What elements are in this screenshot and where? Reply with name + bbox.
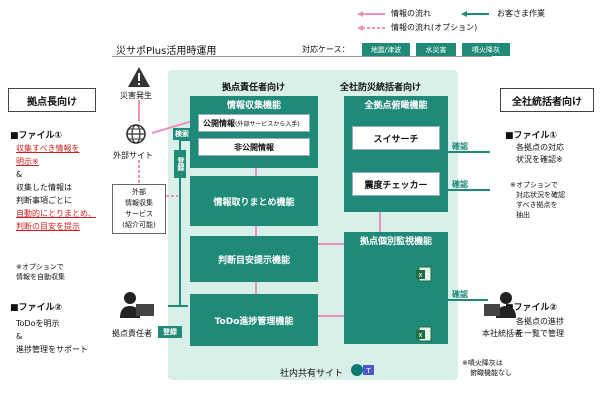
suisearch-box[interactable]: スイサーチ (352, 126, 440, 150)
confirm-label-3: 確認 (452, 290, 468, 299)
overview-title: 全拠点俯瞰機能 (364, 100, 428, 111)
svg-text:x: x (418, 331, 422, 339)
case-volcano: 噴火降灰 (462, 43, 510, 56)
green-arrow-legend-icon (461, 11, 489, 17)
confirm-label-1: 確認 (452, 142, 468, 151)
disaster-label: 災害発生 (120, 91, 152, 100)
register-tag-bottom: 登録 (158, 326, 182, 338)
site-manager-person-icon (120, 292, 154, 318)
left-option-note: ※オプションで 情報を自動収集 (16, 263, 65, 281)
right-file2-desc: 各拠点の進捗 を一覧で管理 (516, 317, 564, 338)
right-file1-label: ■ファイル① (505, 131, 558, 141)
hq-manager-label: 本社統括者 (482, 329, 522, 338)
warning-icon (128, 67, 150, 87)
ash-note: ※噴火降灰は 俯瞰機能なし (462, 359, 512, 377)
site-monitor-block: 拠点個別監視機能 (344, 232, 448, 344)
globe-icon (126, 124, 146, 144)
excel-file-icon-2: x (416, 326, 432, 342)
legend-info-flow-optional: 情報の流れ(オプション) (391, 23, 478, 32)
pink-dashed-arrow-legend-icon (357, 25, 385, 31)
external-site-label: 外部サイト (113, 151, 153, 160)
right-heading: 全社統括者向け (500, 88, 594, 112)
summary-function-box: 情報取りまとめ機能 (190, 176, 318, 226)
title-underline (112, 56, 492, 57)
site-manager-section-label: 拠点責任者向け (222, 83, 286, 93)
confirm-label-2: 確認 (452, 180, 468, 189)
right-file2-label: ■ファイル② (505, 303, 558, 313)
site-manager-label: 拠点責任者 (112, 329, 152, 338)
left-file1-desc: 収集すべき情報を 明示※ & 収集した情報は 判断事項ごとに 自動的にとりまとめ… (16, 144, 96, 231)
case-flood: 水災害 (416, 43, 456, 56)
legend-customer-work: お客さま作業 (497, 9, 545, 18)
left-file2-label: ■ファイル② (10, 303, 63, 313)
legend-info-flow: 情報の流れ (391, 9, 431, 18)
quake-checker-box[interactable]: 震度チェッカー (352, 172, 440, 196)
site-monitor-title: 拠点個別監視機能 (359, 236, 432, 247)
pink-arrow-legend-icon (357, 11, 385, 17)
register-tag-vertical: 登録 (174, 150, 186, 178)
hq-manager-person-icon (484, 292, 516, 318)
right-option-note: ※オプションで 対応状況を確認 すべき拠点を 抽出 (510, 181, 565, 219)
excel-file-icon: x (416, 266, 432, 282)
external-service-box: 外部 情報収集 サービス (紹介可能) (112, 184, 166, 234)
info-collection-block: 情報収集機能 (190, 96, 318, 168)
judge-function-box: 判断目安提示機能 (190, 236, 318, 282)
case-earthquake: 地震/津波 (362, 43, 410, 56)
left-heading: 拠点長向け (8, 88, 96, 112)
right-file1-desc: 各拠点の対応 状況を確認※ (516, 143, 564, 164)
sharepoint-teams-icon: T (351, 364, 374, 376)
private-info-box: 非公開情報 (198, 138, 310, 156)
search-tag: 検索 (173, 128, 191, 140)
page-title: 災サポPlus活用時運用 (116, 46, 217, 57)
left-file2-desc: ToDoを明示 & 進捗管理をサポート (16, 319, 88, 354)
cases-label: 対応ケース： (302, 45, 350, 54)
svg-text:x: x (418, 271, 422, 279)
left-file1-label: ■ファイル① (10, 131, 63, 141)
shared-site-label: 社内共有サイト (280, 369, 344, 379)
public-info-box: 公開情報(外部サービスから入手) (198, 114, 310, 132)
info-collection-title: 情報収集機能 (226, 100, 281, 111)
legend: 情報の流れ お客さま作業 情報の流れ(オプション) (357, 8, 597, 38)
todo-function-box: ToDo進捗管理機能 (190, 294, 318, 346)
svg-text:T: T (365, 367, 371, 375)
hq-section-label: 全社防災統括者向け (340, 83, 422, 93)
